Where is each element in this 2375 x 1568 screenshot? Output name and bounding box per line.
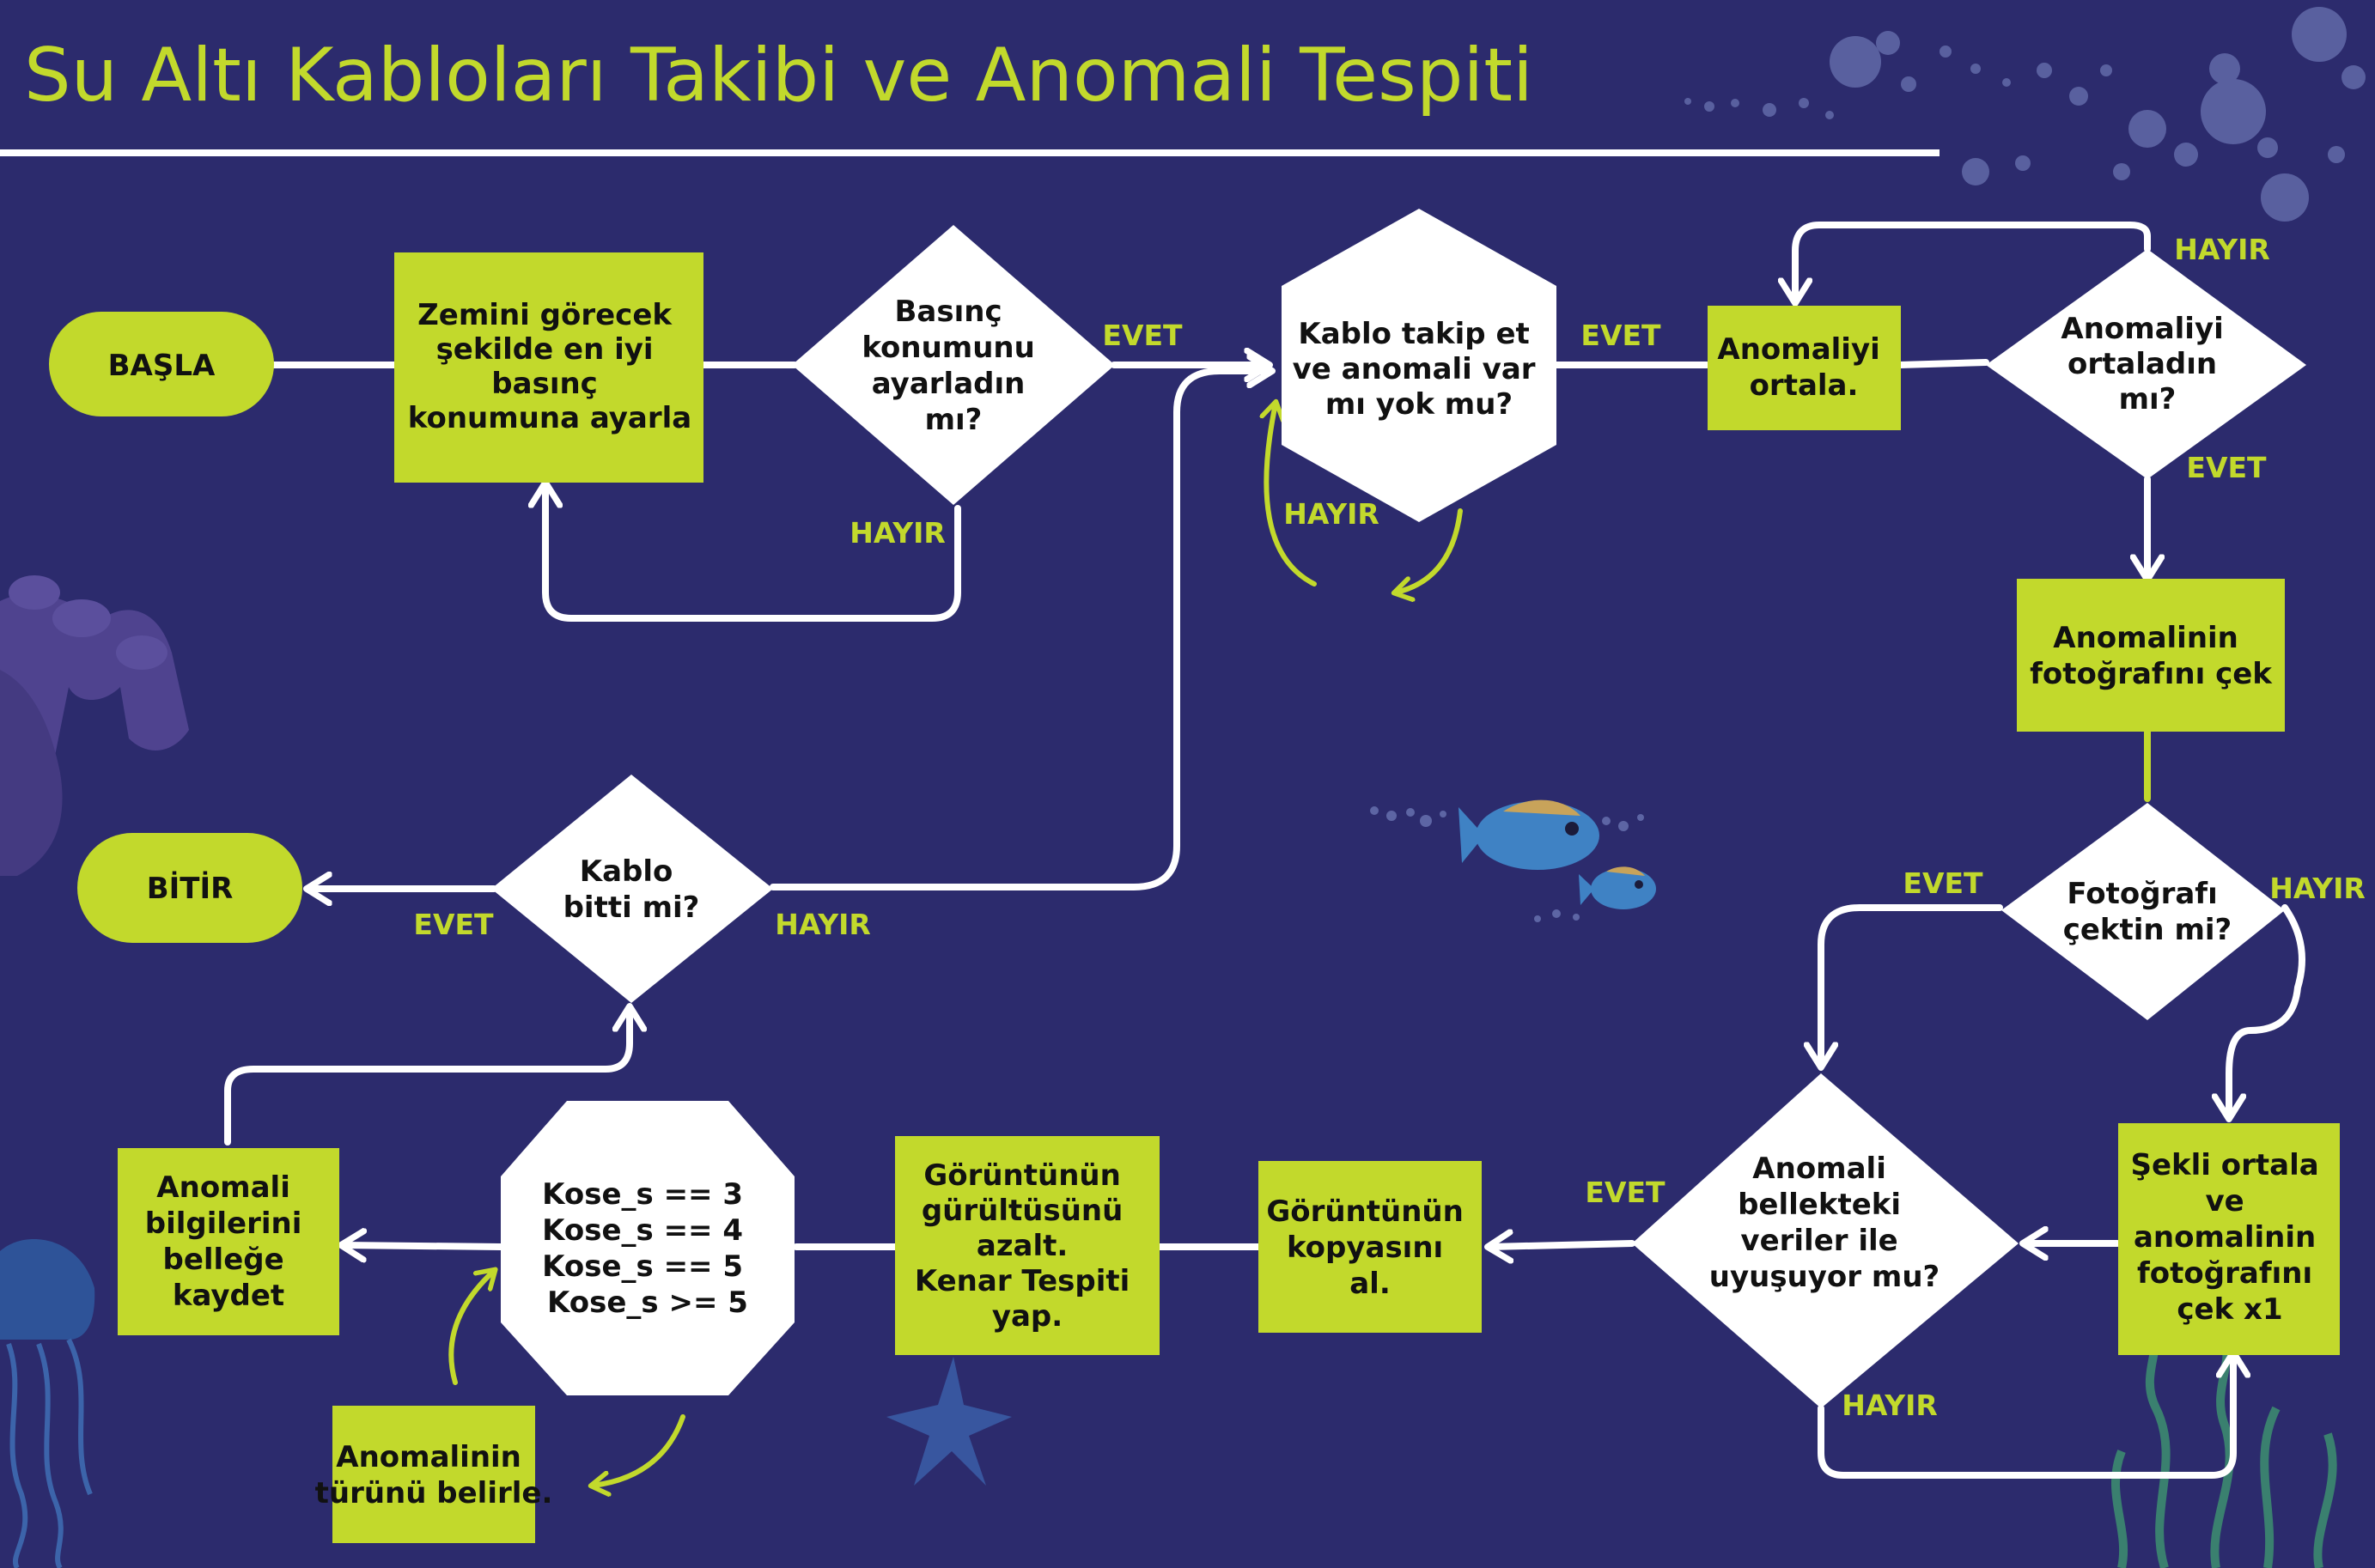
centered-check-label: Anomaliyi ortaladın mı?: [2061, 312, 2233, 416]
photo-yes-label: EVET: [1903, 866, 1983, 900]
connector-memory-yes: [1490, 1243, 1635, 1247]
take-photo-label: Anomalinin fotoğrafını çek: [2030, 621, 2273, 691]
connector-photo-check-no: [2229, 904, 2305, 1116]
flow-connectors: [224, 222, 2305, 1479]
fish-icon: [1370, 799, 1656, 922]
page-title: Su Altı Kabloları Takibi ve Anomali Tesp…: [24, 33, 1533, 119]
save-memory-label: Anomali bilgilerini belleğe kaydet: [145, 1170, 312, 1313]
memory-match-label: Anomali bellekteki veriler ile uyuşuyor …: [1709, 1152, 1940, 1294]
loop-arrow-type-down: [593, 1414, 685, 1486]
loop-arrow-follow-2: [1266, 404, 1317, 586]
determine-type-node: [332, 1406, 535, 1543]
loop-arrow-type-up: [448, 1271, 494, 1385]
center-shape-node: [2118, 1123, 2340, 1355]
follow-cable-label: Kablo takip et ve anomali var mı yok mu?: [1293, 317, 1546, 422]
bubbles-icon: [1684, 7, 2366, 222]
reduce-noise-node: [895, 1136, 1160, 1355]
connector-centered-no-loop: [1795, 222, 2151, 301]
cable-end-label: Kablo bitti mi?: [563, 854, 700, 925]
connector-end-check-no: [770, 371, 1270, 890]
memory-no-label: HAYIR: [1842, 1389, 1938, 1422]
pressure-check-label: Basınç konumunu ayarladın mı?: [862, 295, 1044, 437]
pressure-check-decision: [792, 225, 1115, 505]
follow-cable-decision: [1282, 209, 1556, 522]
end-node: [77, 833, 302, 943]
pressure-yes-label: EVET: [1102, 319, 1183, 352]
copy-image-node: [1258, 1161, 1482, 1333]
coral-icon: [0, 575, 189, 876]
starfish-icon: [886, 1357, 1012, 1486]
take-photo-node: [2017, 579, 2285, 732]
save-memory-node: [118, 1148, 339, 1335]
memory-yes-label: EVET: [1585, 1176, 1666, 1209]
corners-label: Kose_s == 3 Kose_s == 4 Kose_s == 5 Kose…: [542, 1177, 753, 1320]
pressure-no-label: HAYIR: [850, 516, 946, 550]
follow-no-label: HAYIR: [1283, 497, 1379, 531]
end-label: BİTİR: [147, 871, 234, 906]
memory-match-decision: [1632, 1073, 2019, 1408]
center-anomaly-label: Anomaliyi ortala.: [1717, 332, 1890, 403]
centered-yes-label: EVET: [2186, 451, 2267, 484]
photo-no-label: HAYIR: [2269, 872, 2366, 905]
flow-connectors-accent: [448, 404, 1463, 1486]
start-label: BAŞLA: [108, 349, 216, 383]
connector-check-no-loop: [545, 485, 961, 622]
photo-check-label: Fotoğrafı çektin mi?: [2063, 877, 2232, 947]
loop-arrow-follow: [1396, 508, 1463, 593]
copy-image-label: Görüntünün kopyasını al.: [1266, 1194, 1473, 1301]
connector-memory-no-loop: [1818, 1355, 2233, 1479]
reduce-noise-label: Görüntünün gürültüsünü azalt. Kenar Tesp…: [915, 1158, 1140, 1334]
connector-photo-check-yes: [1821, 904, 2003, 1065]
end-no-label: HAYIR: [775, 908, 871, 941]
end-yes-label: EVET: [413, 908, 494, 941]
centered-check-decision: [1986, 249, 2306, 479]
center-shape-label: Şekli ortala ve anomalinin fotoğrafını ç…: [2130, 1148, 2329, 1327]
connector-corners-to-save: [344, 1245, 504, 1247]
connector-save-to-end-check: [224, 1009, 630, 1146]
follow-yes-label: EVET: [1580, 319, 1661, 352]
centered-no-label: HAYIR: [2174, 233, 2270, 266]
set-pressure-node: [394, 252, 703, 483]
seaweed-icon: [2111, 1320, 2337, 1568]
cable-end-decision: [491, 775, 773, 1003]
title-divider: [0, 149, 1940, 156]
start-node: [49, 312, 274, 416]
set-pressure-label: Zemini görecek şekilde en iyi basınç kon…: [408, 298, 691, 435]
center-anomaly-node: [1708, 306, 1901, 430]
jellyfish-icon: [0, 1239, 95, 1568]
determine-type-label: Anomalinin türünü belirle.: [315, 1440, 553, 1510]
connector-center-to-check: [1897, 359, 1989, 368]
corners-decision: [501, 1101, 795, 1395]
photo-check-decision: [2001, 803, 2285, 1020]
